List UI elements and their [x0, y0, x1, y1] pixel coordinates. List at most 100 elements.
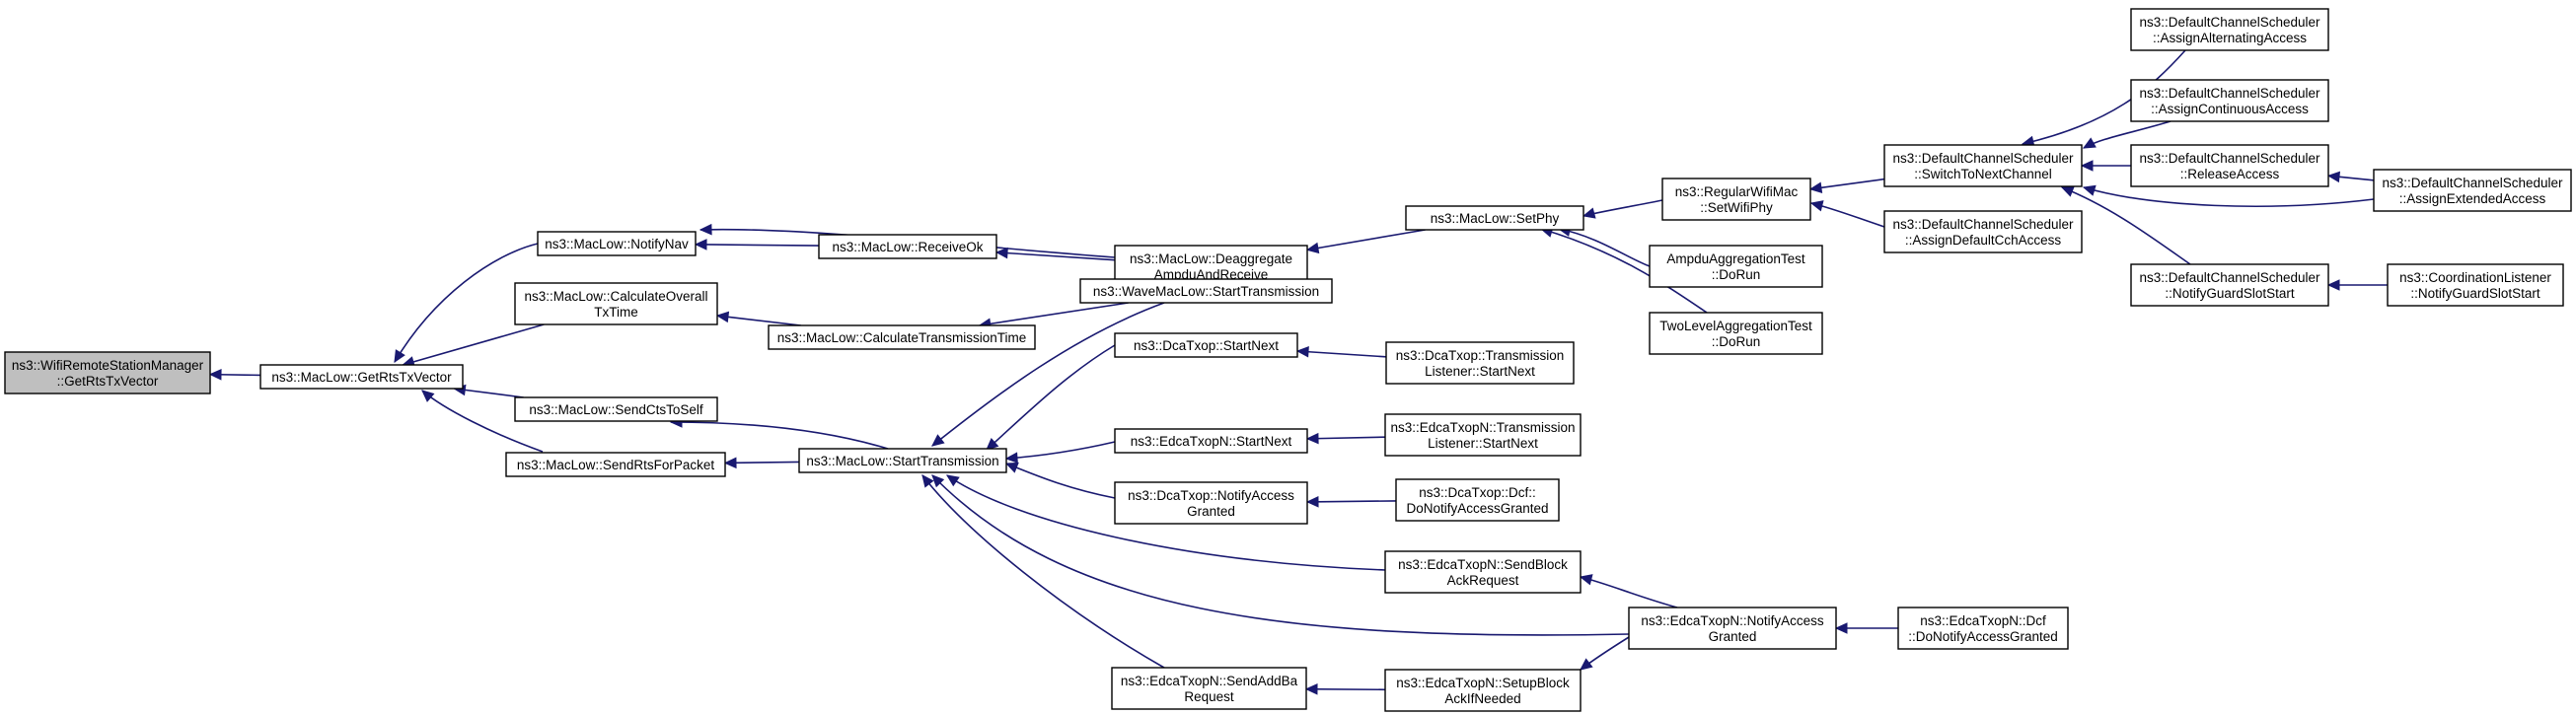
node-box	[798, 448, 1007, 473]
node-label: ::SwitchToNextChannel	[1914, 167, 2052, 181]
node-assigndefault[interactable]: ns3::DefaultChannelScheduler::AssignDefa…	[1883, 210, 2083, 253]
node-box	[1649, 312, 1823, 355]
node-starttrans[interactable]: ns3::MacLow::StartTransmission	[798, 448, 1007, 473]
node-box	[2130, 8, 2329, 51]
node-dcanotify[interactable]: ns3::DcaTxop::NotifyAccessGranted	[1114, 481, 1308, 525]
node-label: ns3::EdcaTxopN::Dcf	[1920, 613, 2046, 628]
node-assignalt[interactable]: ns3::DefaultChannelScheduler::AssignAlte…	[2130, 8, 2329, 51]
node-sendcts[interactable]: ns3::MacLow::SendCtsToSelf	[514, 396, 718, 422]
node-receiveok[interactable]: ns3::MacLow::ReceiveOk	[818, 234, 997, 259]
node-label: ::NotifyGuardSlotStart	[2410, 286, 2540, 301]
edge-arrowhead	[931, 474, 945, 488]
edge-arrowhead	[1304, 683, 1318, 695]
node-label: Listener::StartNext	[1425, 364, 1535, 379]
edge-arrowhead	[699, 223, 712, 236]
node-assignext[interactable]: ns3::DefaultChannelScheduler::AssignExte…	[2373, 169, 2572, 212]
node-dcatranslistener[interactable]: ns3::DcaTxop::TransmissionListener::Star…	[1385, 341, 1575, 385]
edge-line	[931, 474, 1630, 636]
node-box	[768, 324, 1036, 350]
edge-line	[1540, 228, 1708, 314]
node-box	[1384, 413, 1582, 457]
node-label: Granted	[1709, 629, 1757, 644]
node-coordlistener[interactable]: ns3::CoordinationListener::NotifyGuardSl…	[2387, 263, 2564, 307]
edge-assignext-to-switchnext	[2082, 184, 2375, 207]
edge-line	[2083, 186, 2375, 207]
node-label: ns3::CoordinationListener	[2399, 270, 2551, 285]
edge-arrowhead	[2326, 279, 2340, 291]
node-release[interactable]: ns3::DefaultChannelScheduler::ReleaseAcc…	[2130, 144, 2329, 187]
edge-dcastartnext-to-starttrans	[986, 344, 1116, 451]
node-label: ns3::DefaultChannelScheduler	[1892, 151, 2074, 166]
node-calctrans[interactable]: ns3::MacLow::CalculateTransmissionTime	[768, 324, 1036, 350]
node-label: ns3::DefaultChannelScheduler	[1892, 217, 2074, 232]
edge-line	[1580, 576, 1678, 608]
edge-arrowhead	[986, 438, 999, 451]
edge-arrowhead	[921, 474, 934, 488]
node-label: ns3::MacLow::SetPhy	[1431, 211, 1560, 226]
edge-arrowhead	[2080, 160, 2094, 172]
edge-dcanotify-to-starttrans	[1004, 462, 1116, 499]
node-notifynav[interactable]: ns3::MacLow::NotifyNav	[537, 231, 697, 256]
node-setphy[interactable]: ns3::MacLow::SetPhy	[1405, 205, 1584, 231]
node-box	[514, 396, 718, 422]
node-dcastartnext[interactable]: ns3::DcaTxop::StartNext	[1114, 332, 1298, 358]
node-regularwifi[interactable]: ns3::RegularWifiMac::SetWifiPhy	[1661, 178, 1811, 221]
node-ampdutest[interactable]: AmpduAggregationTest::DoRun	[1649, 245, 1823, 288]
node-layer: ns3::WifiRemoteStationManager::GetRtsTxV…	[4, 8, 2572, 712]
node-wavestart[interactable]: ns3::WaveMacLow::StartTransmission	[1079, 278, 1333, 304]
edge-getrts-to-root	[208, 369, 261, 381]
node-label: ::DoRun	[1712, 267, 1761, 282]
edge-arrowhead	[1834, 622, 1848, 634]
node-dcadcf[interactable]: ns3::DcaTxop::Dcf::DoNotifyAccessGranted	[1395, 478, 1560, 522]
node-getrts[interactable]: ns3::MacLow::GetRtsTxVector	[259, 364, 464, 390]
node-label: ns3::WaveMacLow::StartTransmission	[1093, 284, 1319, 299]
edge-arrowhead	[1305, 432, 1319, 445]
edge-calctrans-to-calcoverall	[715, 311, 801, 326]
node-label: ::AssignExtendedAccess	[2399, 191, 2546, 206]
node-box	[1883, 210, 2083, 253]
edge-arrowhead	[1305, 496, 1319, 508]
edge-arrowhead	[421, 390, 435, 402]
node-notifyguard[interactable]: ns3::DefaultChannelScheduler::NotifyGuar…	[2130, 263, 2329, 307]
edge-line	[2022, 49, 2186, 145]
node-edcatranslistener[interactable]: ns3::EdcaTxopN::TransmissionListener::St…	[1384, 413, 1582, 457]
node-label: ns3::WifiRemoteStationManager	[12, 358, 204, 373]
node-edcadcf[interactable]: ns3::EdcaTxopN::Dcf::DoNotifyAccessGrant…	[1897, 607, 2069, 650]
edge-line	[979, 302, 1129, 326]
node-label: Granted	[1187, 504, 1235, 519]
node-box	[1628, 607, 1837, 650]
node-label: ns3::EdcaTxopN::StartNext	[1131, 434, 1292, 449]
edge-assignalt-to-switchnext	[2021, 49, 2186, 148]
node-sendrts[interactable]: ns3::MacLow::SendRtsForPacket	[505, 452, 726, 477]
edge-assigndefault-to-regularwifi	[1809, 200, 1885, 228]
node-label: ::DoNotifyAccessGranted	[1908, 629, 2058, 644]
node-switchnext[interactable]: ns3::DefaultChannelScheduler::SwitchToNe…	[1883, 144, 2083, 187]
node-label: ::GetRtsTxVector	[57, 374, 159, 389]
node-root[interactable]: ns3::WifiRemoteStationManager::GetRtsTxV…	[4, 351, 211, 394]
node-box	[1384, 550, 1582, 594]
node-label: ::AssignContinuousAccess	[2151, 102, 2309, 116]
edge-edcatranslistener-to-edcastartnext	[1305, 432, 1386, 445]
node-box	[1649, 245, 1823, 288]
node-edcastartnext[interactable]: ns3::EdcaTxopN::StartNext	[1114, 428, 1308, 454]
node-box	[1114, 481, 1308, 525]
node-box	[1897, 607, 2069, 650]
node-label: ns3::MacLow::SendCtsToSelf	[529, 402, 703, 417]
node-twoleveltest[interactable]: TwoLevelAggregationTest::DoRun	[1649, 312, 1823, 355]
node-edcanotify[interactable]: ns3::EdcaTxopN::NotifyAccessGranted	[1628, 607, 1837, 650]
node-box	[818, 234, 997, 259]
edge-line	[931, 302, 1165, 447]
node-box	[1385, 341, 1575, 385]
edge-arrowhead	[394, 349, 405, 364]
node-assigncont[interactable]: ns3::DefaultChannelScheduler::AssignCont…	[2130, 79, 2329, 122]
node-box	[4, 351, 211, 394]
edge-edcadcf-to-edcanotify	[1834, 622, 1898, 634]
edge-line	[1296, 350, 1387, 358]
node-label: ns3::DcaTxop::Transmission	[1396, 348, 1565, 363]
node-label: ns3::EdcaTxopN::SendAddBa	[1121, 674, 1298, 688]
edge-line	[2061, 186, 2191, 265]
